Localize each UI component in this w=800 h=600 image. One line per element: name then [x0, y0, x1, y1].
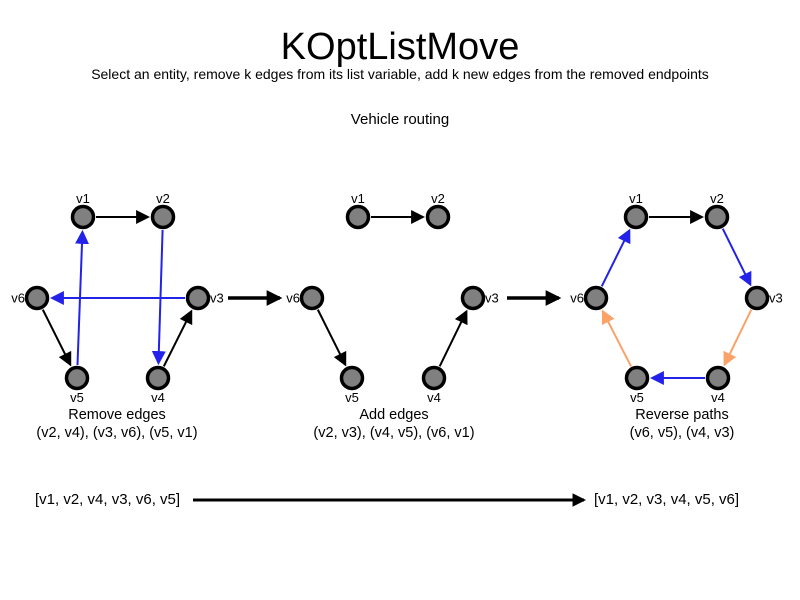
remove-edges-node-label-v6: v6	[11, 291, 25, 306]
add-edges-node-label-v6: v6	[286, 291, 300, 306]
remove-edges-node-v6	[24, 285, 50, 311]
add-edges-node-v2	[425, 204, 451, 230]
route-list-after: [v1, v2, v3, v4, v5, v6]	[594, 491, 740, 508]
reverse-paths-node-v6	[583, 285, 609, 311]
reverse-paths-edge-v6-v1	[600, 228, 631, 287]
add-edges-node-label-v5: v5	[345, 390, 359, 405]
caption-reverse-paths: Reverse paths (v6, v5), (v4, v3)	[630, 406, 735, 442]
reverse-paths-node-label-v6: v6	[570, 291, 584, 306]
caption-add-edges-detail: (v2, v3), (v4, v5), (v6, v1)	[313, 425, 475, 441]
add-edges-edge-v6-v5	[316, 309, 347, 367]
remove-edges-node-label-v3: v3	[210, 291, 224, 306]
reverse-paths-node-label-v1: v1	[629, 191, 643, 206]
section-label: Vehicle routing	[350, 111, 450, 128]
reverse-paths-node-label-v5: v5	[630, 390, 644, 405]
page-subtitle: Select an entity, remove k edges from it…	[91, 66, 709, 82]
caption-remove-edges-detail: (v2, v4), (v3, v6), (v5, v1)	[36, 425, 198, 441]
reverse-paths-node-v5	[624, 365, 650, 391]
reverse-paths-node-label-v3: v3	[769, 291, 783, 306]
remove-edges-node-label-v1: v1	[76, 191, 90, 206]
add-edges-edge-v4-v3	[438, 309, 468, 367]
reverse-paths-edge-v2-v3	[721, 228, 752, 287]
remove-edges-node-v3	[185, 285, 211, 311]
caption-remove-edges: Remove edges (v2, v4), (v3, v6), (v5, v1…	[36, 406, 197, 442]
route-list-before: [v1, v2, v4, v3, v6, v5]	[35, 491, 181, 508]
remove-edges-node-v2	[150, 204, 176, 230]
add-edges-node-label-v1: v1	[351, 191, 365, 206]
page-title: KOptListMove	[280, 26, 520, 68]
add-edges-node-v1	[345, 204, 371, 230]
reverse-paths-edge-v3-v4	[723, 309, 753, 367]
remove-edges-edge-v2-v4	[151, 229, 166, 366]
reverse-paths-node-label-v4: v4	[711, 390, 725, 405]
caption-reverse-paths-title: Reverse paths	[635, 407, 729, 423]
remove-edges-edge-v5-v1	[75, 229, 89, 366]
reverse-paths-node-v3	[744, 285, 770, 311]
reverse-paths-node-v2	[704, 204, 730, 230]
caption-add-edges: Add edges (v2, v3), (v4, v5), (v6, v1)	[313, 406, 474, 442]
add-edges-node-label-v2: v2	[431, 191, 445, 206]
reverse-paths-node-v1	[623, 204, 649, 230]
remove-edges-node-label-v4: v4	[151, 390, 165, 405]
remove-edges-node-label-v5: v5	[70, 390, 84, 405]
add-edges-node-label-v4: v4	[427, 390, 441, 405]
caption-reverse-paths-detail: (v6, v5), (v4, v3)	[629, 425, 735, 441]
reverse-paths-edge-v5-v6	[601, 309, 632, 367]
remove-edges-edge-v4-v3	[162, 309, 193, 367]
add-edges-node-label-v3: v3	[485, 291, 499, 306]
remove-edges-node-label-v2: v2	[156, 191, 170, 206]
caption-add-edges-title: Add edges	[359, 407, 429, 423]
remove-edges-node-v1	[70, 204, 96, 230]
caption-remove-edges-title: Remove edges	[68, 407, 166, 423]
reverse-paths-node-v4	[705, 365, 731, 391]
add-edges-node-v5	[339, 365, 365, 391]
reverse-paths-node-label-v2: v2	[710, 191, 724, 206]
add-edges-node-v4	[421, 365, 447, 391]
remove-edges-edge-v6-v5	[41, 309, 72, 367]
add-edges-node-v3	[460, 285, 486, 311]
remove-edges-node-v5	[64, 365, 90, 391]
add-edges-node-v6	[299, 285, 325, 311]
remove-edges-node-v4	[145, 365, 171, 391]
